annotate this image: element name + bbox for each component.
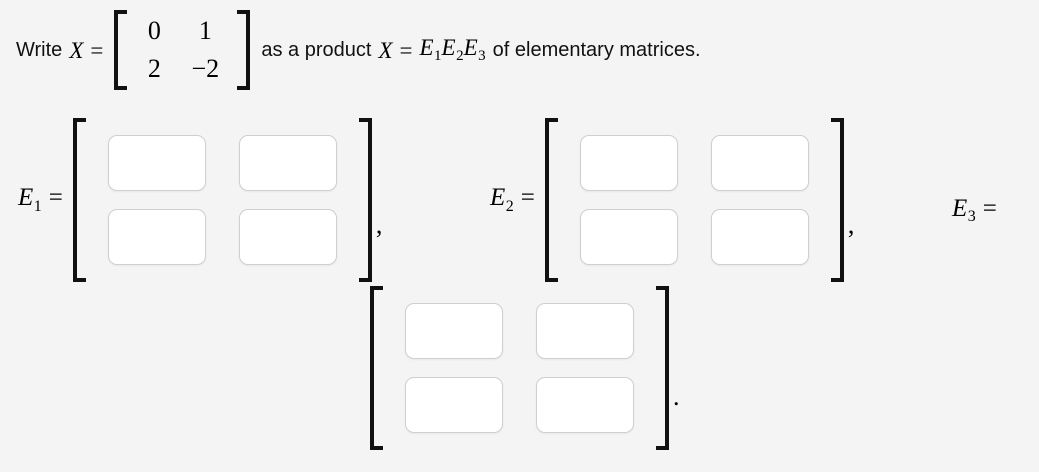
matrix-x-left-bracket <box>114 10 128 90</box>
product-x-symbol: X <box>378 37 393 63</box>
label-e1: E1= <box>18 184 63 215</box>
matrix-x-right-bracket <box>237 10 251 90</box>
lead-text: Write <box>16 39 63 61</box>
input-e1-r2c2[interactable] <box>238 209 337 265</box>
input-e1-r1c1[interactable] <box>107 135 206 191</box>
input-e3-r2c1[interactable] <box>405 377 503 433</box>
matrix-x-body: 0 1 2 −2 <box>127 10 237 90</box>
input-e2-r1c2[interactable] <box>710 135 809 191</box>
answer-group-e3-matrix: . <box>370 286 680 450</box>
factor-e2: E2 <box>441 35 464 64</box>
input-e2-r2c2[interactable] <box>710 209 809 265</box>
factor-e3: E3 <box>463 35 486 64</box>
factor-e1: E1 <box>419 35 442 64</box>
matrix-x-cell-r2c2: −2 <box>191 54 220 83</box>
label-e3: E3= <box>952 195 997 226</box>
input-e3-r1c2[interactable] <box>536 303 634 359</box>
input-e2-r1c1[interactable] <box>579 135 678 191</box>
matrix-e1 <box>72 118 372 282</box>
input-e1-r2c1[interactable] <box>107 209 206 265</box>
tail-text: of elementary matrices. <box>492 39 701 61</box>
input-e3-r1c1[interactable] <box>405 303 503 359</box>
comma-after-e2: , <box>847 210 855 239</box>
matrix-e3-left-bracket <box>370 286 383 450</box>
matrix-e1-right-bracket <box>358 118 372 282</box>
answer-group-e1: E1= , <box>18 118 382 282</box>
matrix-e1-left-bracket <box>72 118 86 282</box>
mid-text: as a product <box>261 39 372 61</box>
matrix-x-cell-r1c1: 0 <box>147 16 161 45</box>
matrix-e2 <box>544 118 844 282</box>
label-e2: E2= <box>490 184 535 215</box>
matrix-e3 <box>370 286 669 450</box>
input-e1-r1c2[interactable] <box>238 135 337 191</box>
problem-statement: Write X = 0 1 2 −2 as a product <box>16 10 701 90</box>
matrix-x: 0 1 2 −2 <box>114 10 251 90</box>
matrix-e3-right-bracket <box>656 286 669 450</box>
input-e3-r2c2[interactable] <box>536 377 634 433</box>
matrix-e2-left-bracket <box>544 118 558 282</box>
matrix-e2-right-bracket <box>830 118 844 282</box>
product-equals-sign: = <box>399 37 413 63</box>
input-e2-r2c1[interactable] <box>579 209 678 265</box>
answer-group-e3-label: E3= <box>952 196 1007 225</box>
answer-group-e2: E2= , <box>490 118 854 282</box>
matrix-x-cell-r1c2: 1 <box>198 16 212 45</box>
matrix-x-cell-r2c1: 2 <box>147 54 161 83</box>
period-after-e3: . <box>673 382 680 411</box>
equals-sign: = <box>90 37 104 63</box>
x-symbol: X <box>69 37 84 63</box>
comma-after-e1: , <box>375 210 383 239</box>
